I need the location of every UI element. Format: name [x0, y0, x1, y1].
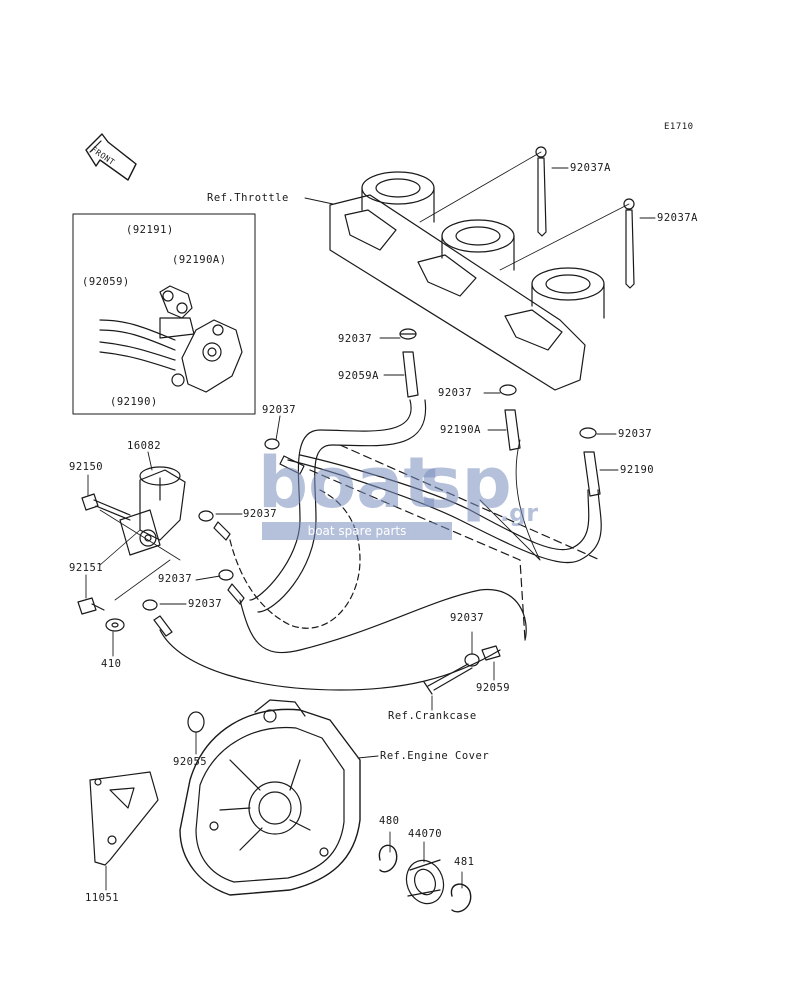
inset-92059-label: (92059) — [82, 276, 130, 288]
part-481-label: 481 — [454, 856, 475, 868]
throttle-manifold — [329, 171, 605, 391]
leader-lines — [85, 167, 656, 891]
engine-cover — [179, 699, 361, 896]
part-92037-label: 92037 — [450, 612, 485, 624]
part-92190-label: 92190 — [620, 464, 655, 476]
part-410-label: 410 — [101, 658, 122, 670]
part-92037A-label: 92037A — [657, 212, 698, 224]
watermark-tagline: boat spare parts — [262, 522, 452, 540]
part-92037-label: 92037 — [188, 598, 223, 610]
inset-92190A-label: (92190A) — [172, 254, 227, 266]
part-92037A-label: 92037A — [570, 162, 611, 174]
inset-92191-label: (92191) — [126, 224, 174, 236]
ref-engine-cover-label: Ref.Engine Cover — [380, 750, 490, 762]
part-92059-label: 92059 — [476, 682, 511, 694]
inset-oil-pump-detail — [99, 285, 243, 393]
part-92037-label: 92037 — [243, 508, 278, 520]
oil-hoses — [159, 399, 602, 691]
part-92037-label: 92037 — [262, 404, 297, 416]
pin-92037A — [419, 146, 635, 289]
part-92151-label: 92151 — [69, 562, 104, 574]
inset-frame — [72, 213, 256, 415]
part-480-label: 480 — [379, 815, 400, 827]
hose-pieces — [142, 328, 601, 695]
inset-92190-label: (92190) — [110, 396, 158, 408]
watermark-logo-gr: .gr — [500, 499, 539, 527]
part-11051-label: 11051 — [85, 892, 120, 904]
diagram-code: E1710 — [664, 122, 694, 132]
ref-throttle-label: Ref.Throttle — [207, 192, 289, 204]
part-92037-label: 92037 — [438, 387, 473, 399]
part-92059A-label: 92059A — [338, 370, 379, 382]
part-16082-label: 16082 — [127, 440, 162, 452]
part-92037-label: 92037 — [618, 428, 653, 440]
watermark-logo-sp: sp — [420, 442, 512, 524]
watermark-logo: boat — [258, 442, 437, 524]
o-ring-92055 — [187, 711, 205, 733]
front-arrow-icon — [85, 133, 137, 181]
bearing-group — [378, 844, 472, 913]
oil-pump-16082 — [119, 466, 186, 556]
bracket-11051 — [89, 771, 159, 866]
part-44070-label: 44070 — [408, 828, 443, 840]
part-92037-label: 92037 — [158, 573, 193, 585]
part-92055-label: 92055 — [173, 756, 208, 768]
part-92190A-label: 92190A — [440, 424, 481, 436]
bolts — [77, 493, 181, 632]
part-92037-label: 92037 — [338, 333, 373, 345]
ref-crankcase-label: Ref.Crankcase — [388, 710, 477, 722]
part-92150-label: 92150 — [69, 461, 104, 473]
